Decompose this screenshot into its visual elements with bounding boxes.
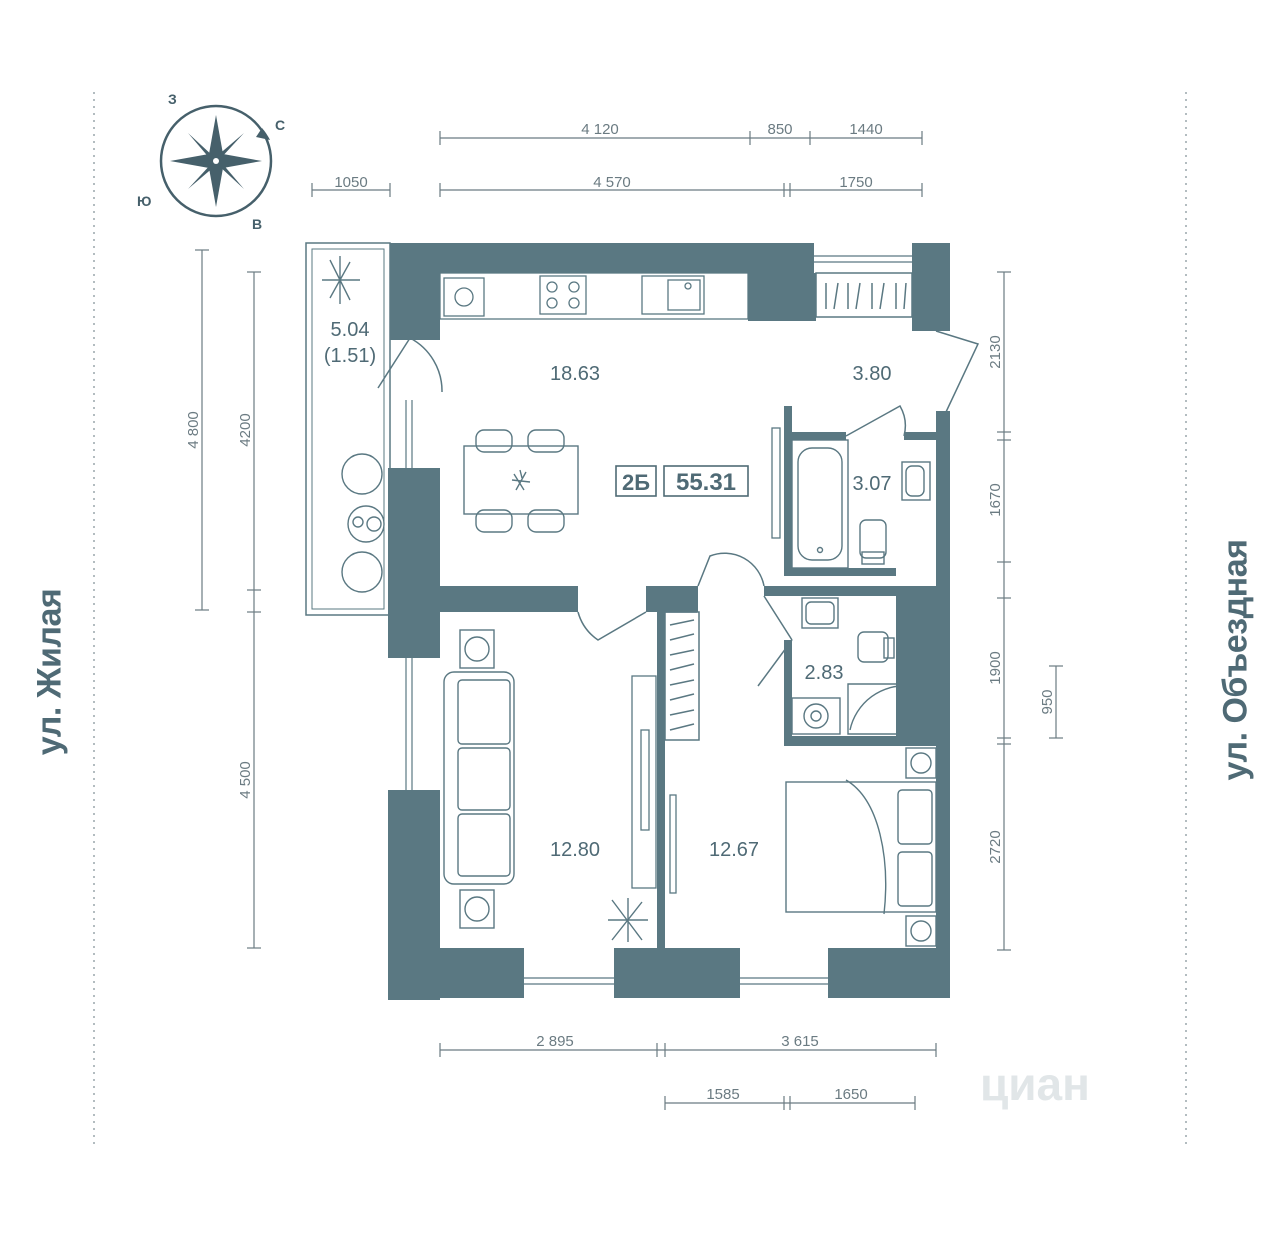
room-area-balcony: 5.04: [331, 319, 370, 341]
dimension-lines: [195, 131, 1063, 1110]
compass-rose-icon: [159, 104, 273, 218]
street-label-right: ул. Объездная: [1216, 539, 1255, 781]
sink: [801, 461, 931, 629]
room-area-living: 12.80: [550, 839, 600, 861]
room-area-bedroom: 12.67: [709, 839, 759, 861]
dim-left-4200: 4200: [237, 413, 254, 446]
kitchen-counter: [439, 272, 749, 320]
dim-right-2130: 2130: [987, 335, 1004, 368]
dim-right-2720: 2720: [987, 830, 1004, 863]
room-area-hall: 3.80: [853, 363, 892, 385]
apartment-tag: [615, 465, 749, 497]
plant-icon: [322, 256, 648, 942]
room-area-balcony-reduced: (1.51): [324, 345, 376, 367]
dim-bottom-1585: 1585: [706, 1086, 739, 1103]
compass-south-label: Ю: [137, 193, 151, 209]
toilet: [857, 519, 895, 663]
dim-top-1050: 1050: [334, 174, 367, 191]
dim-right-950: 950: [1039, 689, 1056, 714]
compass-east-label: В: [252, 216, 262, 232]
compass-north-label: С: [275, 117, 285, 133]
compass-west-label: З: [168, 91, 177, 107]
balcony: [305, 242, 391, 616]
dim-bottom-1650: 1650: [834, 1086, 867, 1103]
bathtub: [791, 439, 849, 569]
room-area-wc: 2.83: [805, 662, 844, 684]
dim-top-1440: 1440: [849, 121, 882, 138]
wall-openings: [390, 243, 950, 998]
dim-left-4500: 4 500: [237, 761, 254, 799]
room-area-kitchen: 18.63: [550, 363, 600, 385]
dim-right-1670: 1670: [987, 483, 1004, 516]
windows: [405, 255, 912, 985]
shower: [847, 683, 913, 735]
dim-bottom-3615: 3 615: [781, 1033, 819, 1050]
dim-right-1900: 1900: [987, 651, 1004, 684]
dim-top-4570: 4 570: [593, 174, 631, 191]
dim-top-850: 850: [767, 121, 792, 138]
dim-bottom-2895: 2 895: [536, 1033, 574, 1050]
apartment-type: 2Б: [622, 470, 650, 495]
dim-left-4800: 4 800: [185, 411, 202, 449]
dim-top-1750: 1750: [839, 174, 872, 191]
walls: [388, 243, 950, 1000]
tv-stand: [631, 427, 781, 894]
wardrobe-hall: [815, 272, 913, 318]
wardrobe-bedroom: [664, 611, 700, 741]
apartment-total-area: 55.31: [676, 469, 736, 496]
sofa: [443, 629, 515, 929]
room-area-bathroom: 3.07: [853, 473, 892, 495]
dim-top-4120: 4 120: [581, 121, 619, 138]
watermark: циан: [980, 1058, 1090, 1110]
street-label-left: ул. Жилая: [30, 588, 69, 756]
balcony-chairs: [341, 453, 385, 593]
bed: [785, 747, 937, 947]
dining-table: [463, 429, 579, 533]
washing-machine: [791, 697, 841, 735]
